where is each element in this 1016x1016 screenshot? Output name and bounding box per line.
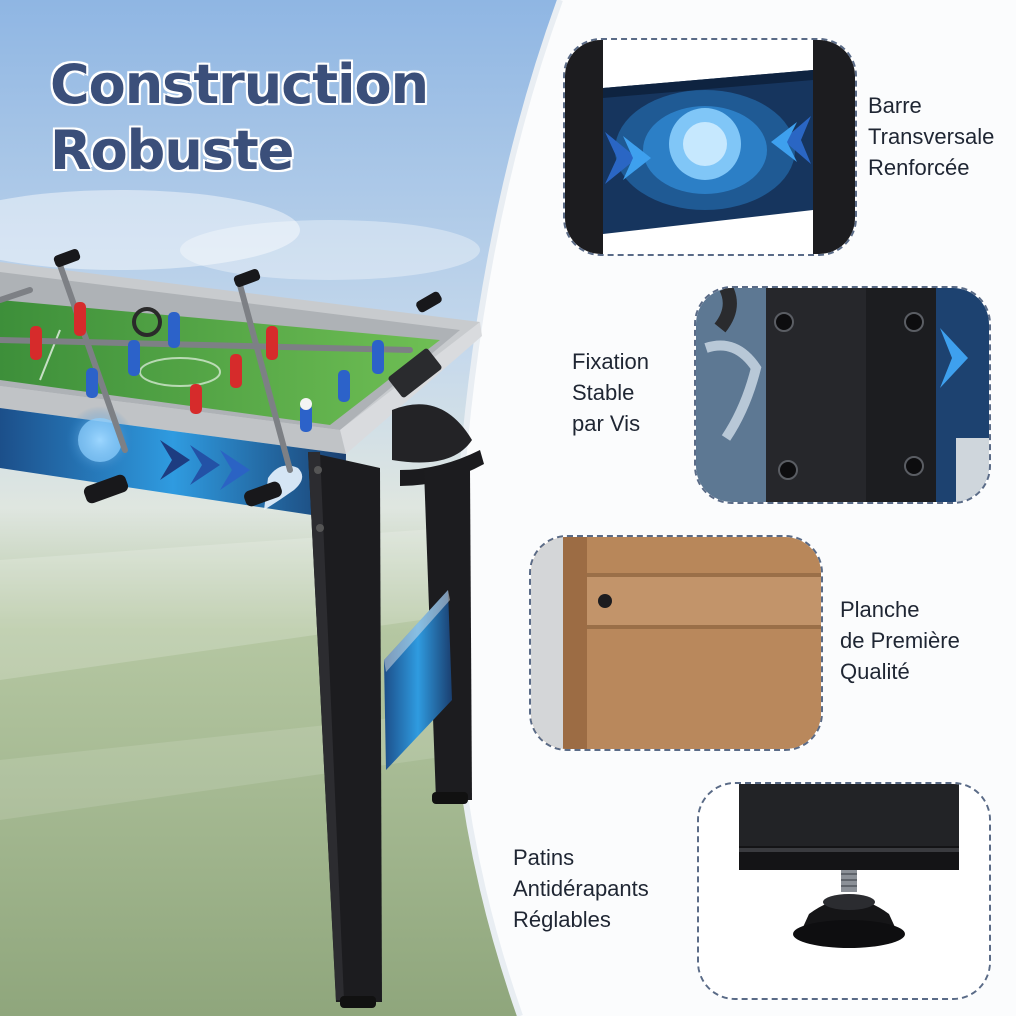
feature-3-line-3: Qualité: [840, 659, 910, 684]
screw-fixation-detail-image: [694, 286, 991, 504]
feature-4-line-3: Réglables: [513, 907, 611, 932]
page-title: Construction Robuste: [50, 52, 429, 184]
feature-1-line-1: Barre: [868, 93, 922, 118]
feature-1-line-3: Renforcée: [868, 155, 970, 180]
feature-label-screw: Fixation Stable par Vis: [572, 346, 649, 439]
feature-label-crossbar: Barre Transversale Renforcée: [868, 90, 994, 183]
feature-1-line-2: Transversale: [868, 124, 995, 149]
feature-4-line-2: Antidérapants: [513, 876, 649, 901]
title-line-2: Robuste: [50, 119, 294, 182]
feature-2-line-2: Stable: [572, 380, 635, 405]
feature-3-line-2: de Première: [840, 628, 960, 653]
title-line-1: Construction: [50, 53, 429, 116]
crossbar-detail-image: [563, 38, 857, 256]
feature-3-line-1: Planche: [840, 597, 920, 622]
adjustable-feet-detail-image: [697, 782, 991, 1000]
board-detail-image: [529, 535, 823, 751]
feature-label-board: Planche de Première Qualité: [840, 594, 960, 687]
feature-2-line-3: par Vis: [572, 411, 641, 436]
feature-2-line-1: Fixation: [572, 349, 650, 374]
feature-label-feet: Patins Antidérapants Réglables: [513, 842, 649, 935]
feature-4-line-1: Patins: [513, 845, 575, 870]
